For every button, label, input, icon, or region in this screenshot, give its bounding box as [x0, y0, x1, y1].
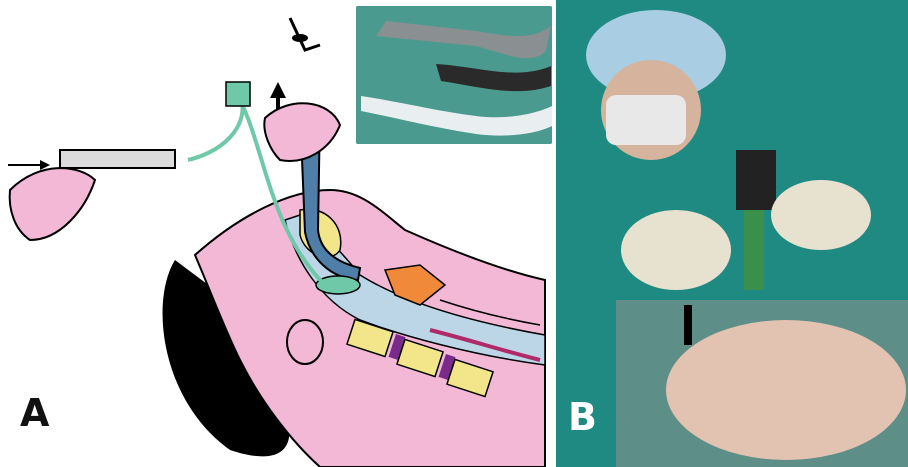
eye-icon	[290, 18, 320, 50]
marker-bar	[684, 305, 692, 345]
panel-label-b: B	[568, 398, 597, 436]
operator-hand	[264, 103, 340, 161]
tube-green	[744, 210, 764, 290]
eye-pupil-icon	[292, 34, 308, 42]
surgeon-mask	[606, 95, 686, 145]
ear-shape	[287, 320, 323, 364]
inset-illustration	[356, 6, 552, 144]
procedure-photo	[556, 0, 908, 467]
scope-device	[736, 150, 776, 210]
panel-label-a: A	[20, 394, 49, 432]
syringe-hand	[10, 168, 95, 240]
connector-shape	[226, 82, 250, 106]
gloved-hand-right	[771, 180, 871, 250]
inset-photo-blade-tube	[356, 6, 552, 144]
arrowhead-icon	[270, 82, 286, 98]
syringe-barrel	[60, 150, 175, 168]
patient-head	[666, 320, 906, 460]
panel-b-photograph	[556, 0, 908, 467]
gloved-hand-left	[621, 210, 731, 290]
